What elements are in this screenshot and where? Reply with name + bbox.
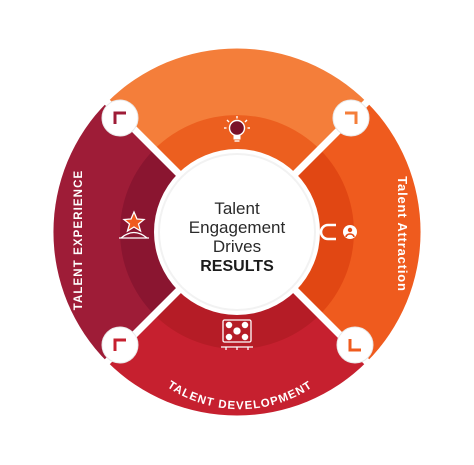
center-line-1: Talent (214, 199, 260, 218)
center-circle (160, 155, 314, 309)
corner-arrow-icon (348, 339, 361, 352)
center-line-2: Engagement (189, 218, 286, 237)
connector-top-right (332, 99, 370, 137)
magnet-icon (319, 223, 357, 241)
corner-arrow-icon (113, 338, 126, 351)
center-results: RESULTS (200, 258, 274, 275)
team-network-icon (221, 319, 253, 350)
center-text: Talent Engagement Drives RESULTS (189, 199, 286, 275)
label-talent-attraction: Talent Attraction (395, 176, 410, 291)
connector-bottom-right (336, 326, 374, 364)
connector-top-left (101, 99, 139, 137)
corner-arrow-icon (345, 111, 358, 124)
lightbulb-icon (224, 116, 250, 142)
label-talent-experience: TALENT EXPERIENCE (73, 170, 85, 311)
center-line-3: Drives (213, 237, 261, 256)
corner-arrow-icon (113, 111, 126, 124)
connector-bottom-left (101, 326, 139, 364)
star-person-icon (119, 210, 149, 239)
